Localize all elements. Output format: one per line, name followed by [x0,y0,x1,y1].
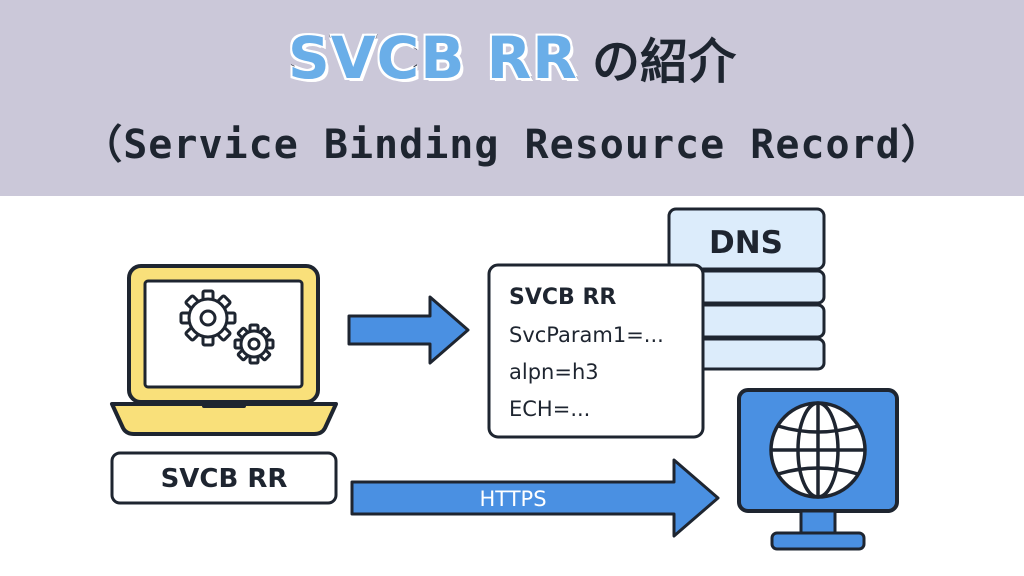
gear-icon [179,289,237,347]
record-line: ECH=... [509,397,590,421]
arrow-right-icon [350,458,720,538]
https-arrow: HTTPS [350,458,720,538]
server-stack-icon: DNS [667,207,826,371]
laptop-icon [110,264,338,436]
title-main: SVCB RR [287,23,579,94]
client-label-box: SVCB RR [110,451,338,505]
title-suffix: の紹介 [591,34,736,90]
client-label: SVCB RR [161,464,288,494]
record-card: SVCB RR SvcParam1=... alpn=h3 ECH=... [487,263,705,439]
title-subtitle: （Service Binding Resource Record） [82,122,942,168]
globe-icon [769,401,867,499]
https-label: HTTPS [479,487,546,511]
gear-icon [233,323,275,365]
dns-label: DNS [709,225,783,261]
arrow-right-icon [347,295,470,365]
record-line: alpn=h3 [509,360,599,384]
record-heading: SVCB RR [509,285,616,310]
record-line: SvcParam1=... [509,323,664,347]
